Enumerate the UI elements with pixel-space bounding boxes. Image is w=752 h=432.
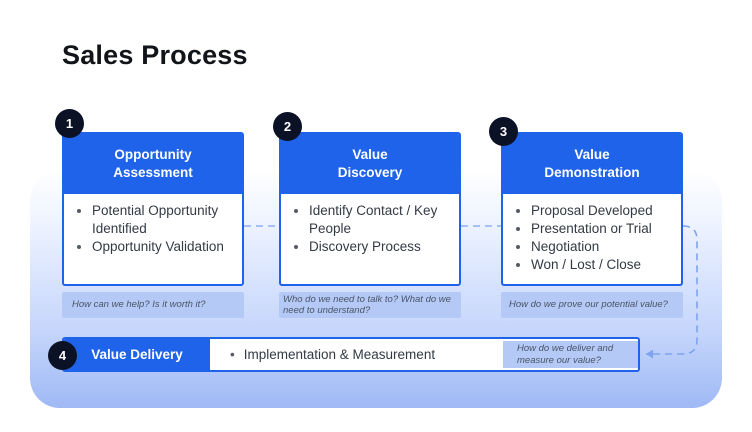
connector-3-4 xyxy=(646,225,698,355)
step-number-badge: 4 xyxy=(48,341,77,370)
stage-card-value-discovery: Value Discovery Identify Contact / Key P… xyxy=(279,132,461,286)
stage-item: Negotiation xyxy=(531,238,673,256)
stage-question: Who do we need to talk to? What do we ne… xyxy=(279,292,461,318)
stage-card-value-demonstration: Value Demonstration Proposal Developed P… xyxy=(501,132,683,286)
stage-body: Potential Opportunity Identified Opportu… xyxy=(64,194,242,256)
step-number-badge: 3 xyxy=(489,117,518,146)
page-title: Sales Process xyxy=(62,40,248,70)
stage-card-value-delivery: Value Delivery Implementation & Measurem… xyxy=(62,337,640,372)
stage-question: How do we prove our potential value? xyxy=(501,292,683,318)
stage-item: Proposal Developed xyxy=(531,202,673,220)
stage-title: Value Discovery xyxy=(281,134,459,194)
stage-title: Value Demonstration xyxy=(503,134,681,194)
step-number-badge: 1 xyxy=(55,109,84,138)
stage-title: Value Delivery xyxy=(64,339,210,370)
stage-card-opportunity-assessment: Opportunity Assessment Potential Opportu… xyxy=(62,132,244,286)
stage-item: Identify Contact / Key People xyxy=(309,202,451,238)
stage-item: Discovery Process xyxy=(309,238,451,256)
stage-item: Won / Lost / Close xyxy=(531,256,673,274)
stage-body: Identify Contact / Key People Discovery … xyxy=(281,194,459,256)
stage-question: How do we deliver and measure our value? xyxy=(503,341,638,368)
stage-item: Opportunity Validation xyxy=(92,238,234,256)
stage-item: Presentation or Trial xyxy=(531,220,673,238)
step-number-badge: 2 xyxy=(273,112,302,141)
stage-body: Proposal Developed Presentation or Trial… xyxy=(503,194,681,274)
stage-title: Opportunity Assessment xyxy=(64,134,242,194)
arrowhead-icon xyxy=(646,349,653,359)
stage-item: Implementation & Measurement xyxy=(230,339,435,370)
stage-question: How can we help? Is it worth it? xyxy=(62,292,244,318)
stage-item: Potential Opportunity Identified xyxy=(92,202,234,238)
